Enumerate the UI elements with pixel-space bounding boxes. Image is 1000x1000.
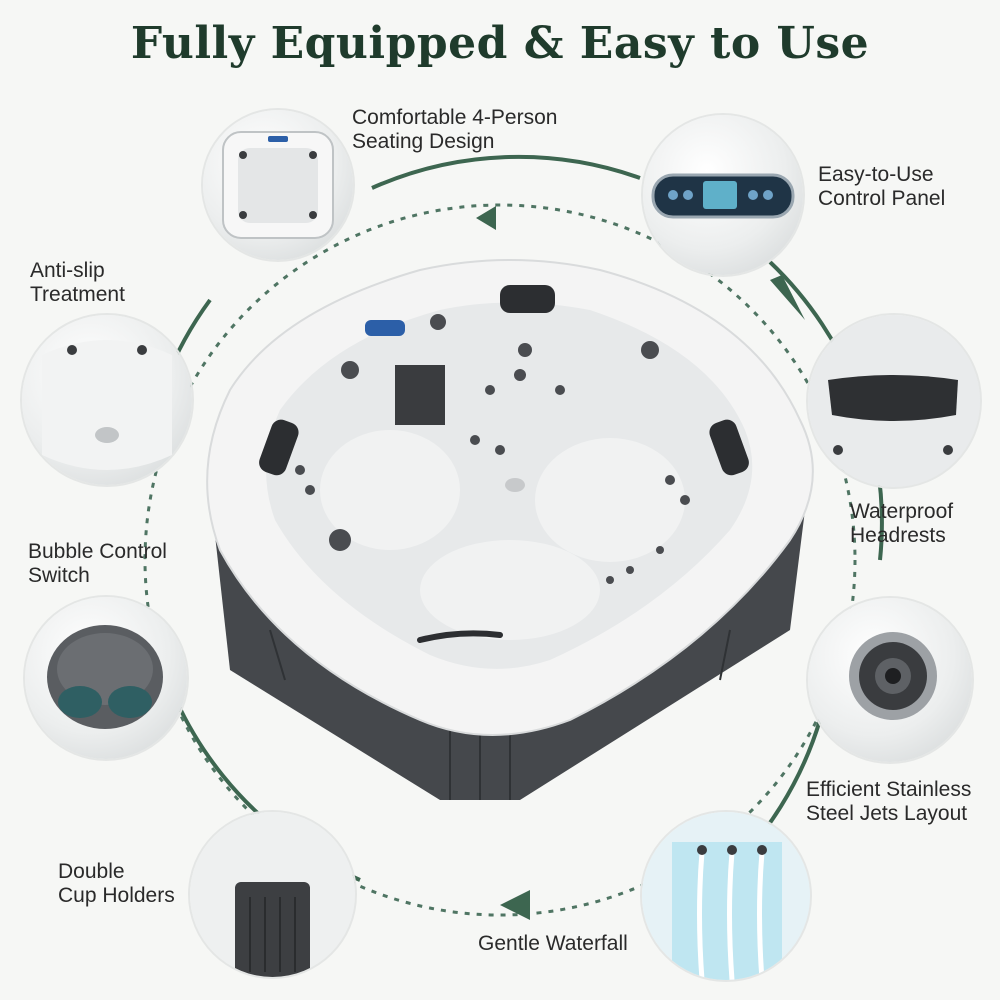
bubble-switch-photo: [25, 597, 187, 759]
arrow-left-icon: [476, 206, 496, 230]
control-panel-label: Easy-to-Use Control Panel: [818, 163, 946, 210]
stainless-jet-photo: [808, 598, 972, 762]
waterfall-label: Gentle Waterfall: [478, 932, 628, 955]
cup-holders-label: Double Cup Holders: [58, 860, 175, 907]
seating-design-photo: [203, 110, 353, 260]
hot-tub-image: [206, 259, 814, 800]
anti-slip-label: Anti-slip Treatment: [30, 259, 125, 306]
headrests-label: Waterproof Headrests: [850, 500, 954, 547]
bubble-switch-label: Bubble Control Switch: [28, 540, 167, 587]
arrow-right-down-icon: [770, 275, 805, 320]
seating-design-label: Comfortable 4-Person Seating Design: [352, 106, 558, 153]
page-title: Fully Equipped & Easy to Use: [130, 18, 870, 69]
cup-holder-photo: [190, 812, 355, 977]
waterfall-photo: [642, 812, 810, 980]
arrow-left-icon: [500, 890, 530, 920]
cycle-arc-top: [371, 154, 641, 190]
dashed-ring: [143, 203, 857, 917]
anti-slip-photo: [22, 315, 192, 485]
control-panel-photo: [643, 115, 803, 275]
stainless-jets-label: Efficient Stainless Steel Jets Layout: [806, 778, 972, 825]
headrest-photo: [808, 315, 980, 487]
